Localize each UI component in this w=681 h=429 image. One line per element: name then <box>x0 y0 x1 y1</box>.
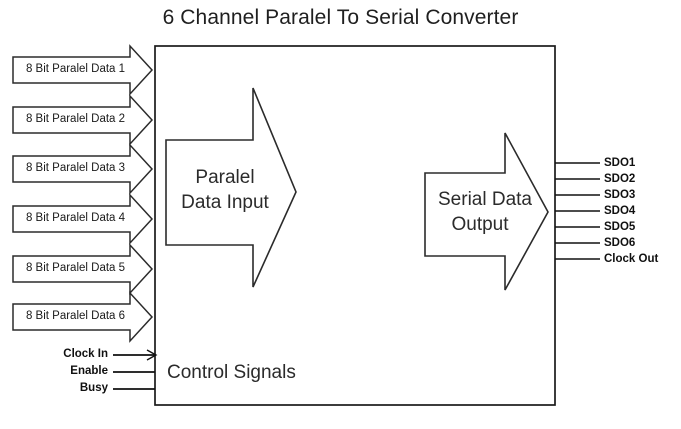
input-arrow-label-1: 8 Bit Paralel Data 1 <box>25 63 126 75</box>
input-arrow-2 <box>12 94 154 146</box>
control-signals-label: Control Signals <box>167 362 296 383</box>
control-signal-lines <box>113 349 158 390</box>
output-label-sdo3: SDO3 <box>604 189 636 201</box>
serial-data-output-arrow <box>424 132 549 291</box>
input-arrow-label-5: 8 Bit Paralel Data 5 <box>25 262 126 274</box>
input-arrow-4 <box>12 193 154 245</box>
output-label-sdo5: SDO5 <box>604 221 636 233</box>
input-arrow-1 <box>12 44 154 96</box>
page-title: 6 Channel Paralel To Serial Converter <box>162 6 519 29</box>
output-label-sdo6: SDO6 <box>604 237 636 249</box>
input-arrow-label-3: 8 Bit Paralel Data 3 <box>25 162 126 174</box>
input-arrow-label-4: 8 Bit Paralel Data 4 <box>25 212 126 224</box>
input-arrow-label-2: 8 Bit Paralel Data 2 <box>25 113 126 125</box>
parallel-data-input-arrow <box>165 87 297 288</box>
parallel-data-input-label-line1: Paralel <box>195 167 255 188</box>
input-arrow-3 <box>12 143 154 195</box>
input-arrow-6 <box>12 291 154 343</box>
output-label-sdo4: SDO4 <box>604 205 636 217</box>
control-input-label-busy: Busy <box>79 382 108 394</box>
output-label-sdo2: SDO2 <box>604 173 636 185</box>
control-input-label-enable: Enable <box>70 365 108 377</box>
parallel-data-input-label-line2: Data Input <box>181 192 269 213</box>
output-lines <box>555 162 600 260</box>
output-label-sdo1: SDO1 <box>604 157 636 169</box>
serial-data-output-label-line1: Serial Data <box>438 189 532 210</box>
output-label-clock-out: Clock Out <box>604 253 659 265</box>
input-arrow-label-6: 8 Bit Paralel Data 6 <box>25 310 126 322</box>
control-input-label-clock-in: Clock In <box>63 348 108 360</box>
serial-data-output-label-line2: Output <box>451 214 509 235</box>
input-arrow-5 <box>12 243 154 295</box>
